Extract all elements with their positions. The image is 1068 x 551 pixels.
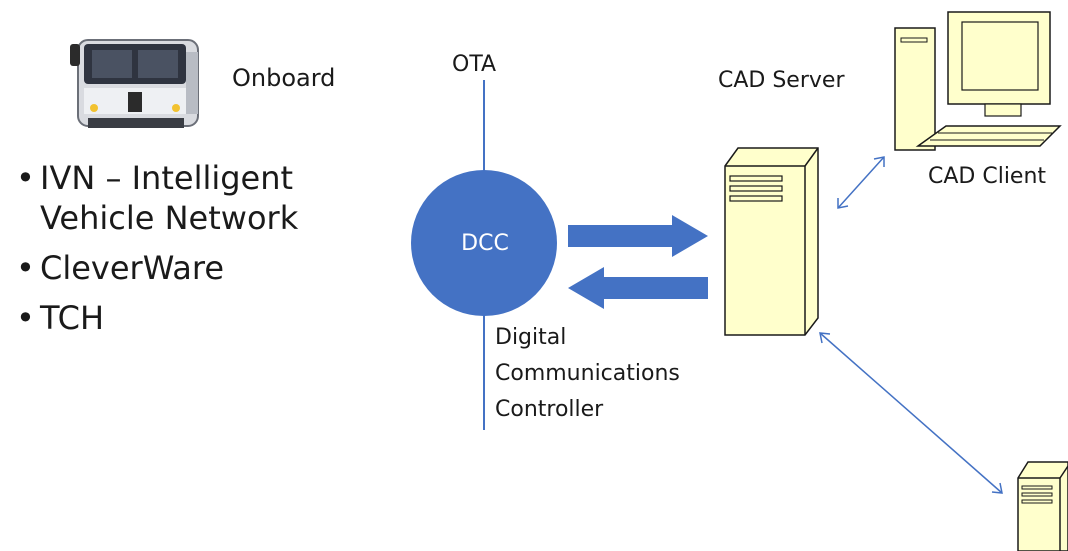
arrow-from-server <box>568 267 708 309</box>
cad-client-icon <box>894 11 1062 151</box>
cad-server-label: CAD Server <box>718 68 845 93</box>
dcc-desc-line-1: Digital <box>495 325 567 350</box>
bullet-tch: TCH <box>40 299 105 337</box>
cad-server-icon <box>724 147 819 336</box>
list-item: •TCH <box>16 299 105 337</box>
bus-icon <box>70 39 199 128</box>
list-item: •IVN – Intelligent Vehicle Network <box>16 159 299 237</box>
dcc-desc-line-2: Communications <box>495 361 680 386</box>
dcc-label: DCC <box>461 230 509 256</box>
dcc-circle <box>411 170 557 316</box>
arrow-to-server <box>568 215 708 257</box>
server-client-link <box>837 156 885 209</box>
dcc-description: Digital Communications Controller <box>495 320 680 428</box>
dcc-desc-line-3: Controller <box>495 397 604 422</box>
remote-server-icon <box>1017 461 1068 551</box>
onboard-components-list: •IVN – Intelligent Vehicle Network •Clev… <box>14 158 298 338</box>
cad-client-label: CAD Client <box>928 164 1047 189</box>
bullet-ivn: IVN – Intelligent Vehicle Network <box>40 159 299 237</box>
list-item: •CleverWare <box>16 249 225 287</box>
onboard-label: Onboard <box>232 64 336 92</box>
bullet-cleverware: CleverWare <box>40 249 225 287</box>
ota-label: OTA <box>452 52 497 77</box>
server-remote-link <box>819 332 1003 494</box>
